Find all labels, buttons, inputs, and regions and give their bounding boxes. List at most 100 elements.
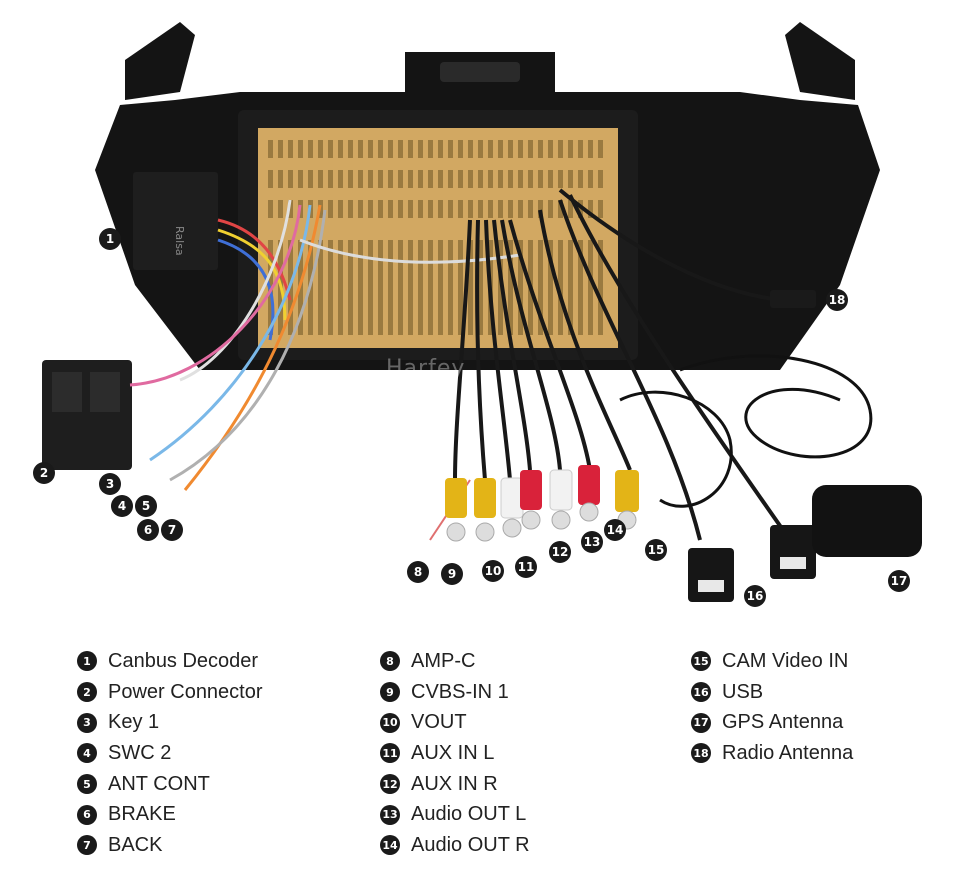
vent-slot — [468, 170, 473, 188]
marker-8: 8 — [407, 561, 429, 583]
vent-slot — [348, 140, 353, 158]
legend-label: Power Connector — [108, 680, 263, 703]
vent-slot — [348, 200, 353, 218]
vent-slot — [308, 140, 313, 158]
legend-label: Audio OUT R — [411, 833, 530, 856]
vent-slot — [518, 200, 523, 218]
marker-1: 1 — [99, 228, 121, 250]
vent-slot-tall — [578, 240, 583, 335]
vent-slot-tall — [508, 240, 513, 335]
vent-slot — [288, 140, 293, 158]
vent-slot — [458, 200, 463, 218]
vent-slot — [568, 170, 573, 188]
vent-slot-tall — [328, 240, 333, 335]
vent-slot-tall — [548, 240, 553, 335]
vent-slot-tall — [568, 240, 573, 335]
vent-slot — [398, 170, 403, 188]
marker-12: 12 — [549, 541, 571, 563]
legend-item: 6 BRAKE — [77, 799, 263, 830]
vent-slot — [538, 170, 543, 188]
vent-slot — [408, 200, 413, 218]
vent-slot-tall — [438, 240, 443, 335]
vent-slot — [478, 200, 483, 218]
legend-label: AUX IN R — [411, 772, 498, 795]
vent-slot — [558, 170, 563, 188]
vent-slot — [318, 170, 323, 188]
legend-item: 1 Canbus Decoder — [77, 646, 263, 677]
legend-label: Canbus Decoder — [108, 649, 259, 672]
marker-4: 4 — [111, 495, 133, 517]
vent-slot — [408, 170, 413, 188]
legend-label: BRAKE — [108, 803, 176, 826]
vent-slot-tall — [468, 240, 473, 335]
vent-slot-tall — [348, 240, 353, 335]
vent-slot — [598, 140, 603, 158]
vent-slot — [588, 140, 593, 158]
marker-15: 15 — [645, 539, 667, 561]
vent-slot — [518, 170, 523, 188]
radio-antenna-plug — [770, 290, 816, 308]
marker-9: 9 — [441, 563, 463, 585]
vent-slot — [498, 200, 503, 218]
vent-slot — [418, 170, 423, 188]
vent-slot — [568, 200, 573, 218]
decoder-side-label: Ralsa — [173, 226, 186, 256]
legend-number: 15 — [691, 651, 711, 672]
vent-slot-tall — [428, 240, 433, 335]
vent-slot — [538, 200, 543, 218]
vent-slot — [328, 170, 333, 188]
legend-number: 1 — [77, 651, 97, 672]
legend-number: 8 — [380, 651, 400, 672]
marker-5: 5 — [135, 495, 157, 517]
vent-slot — [358, 200, 363, 218]
legend-number: 17 — [691, 712, 711, 733]
vent-slot-tall — [588, 240, 593, 335]
vent-slot — [278, 200, 283, 218]
vent-slot — [268, 140, 273, 158]
vent-slot — [338, 170, 343, 188]
vent-slot — [578, 200, 583, 218]
marker-7: 7 — [161, 519, 183, 541]
legend-number: 12 — [380, 774, 400, 795]
legend-label: CVBS-IN 1 — [411, 680, 509, 703]
vent-slot — [418, 140, 423, 158]
vent-slot — [388, 170, 393, 188]
legend-item: 12 AUX IN R — [380, 769, 530, 800]
legend-number: 14 — [380, 835, 400, 856]
vent-slot — [438, 200, 443, 218]
vent-slot — [368, 170, 373, 188]
legend-number: 9 — [380, 682, 400, 703]
legend-label: Key 1 — [108, 711, 160, 734]
vent-slot — [288, 170, 293, 188]
usb-plug-1 — [688, 548, 734, 602]
vent-slot — [338, 140, 343, 158]
vent-slot — [298, 170, 303, 188]
vent-slot — [368, 200, 373, 218]
vent-slot — [278, 140, 283, 158]
legend-number: 6 — [77, 804, 97, 825]
vent-slot — [428, 200, 433, 218]
vent-slot — [418, 200, 423, 218]
legend-number: 13 — [380, 804, 400, 825]
vent-slot — [328, 140, 333, 158]
vent-slot-tall — [538, 240, 543, 335]
vent-slot — [498, 140, 503, 158]
vent-slot — [438, 140, 443, 158]
vent-slot — [538, 140, 543, 158]
marker-16: 16 — [744, 585, 766, 607]
vent-slot — [358, 170, 363, 188]
legend-number: 18 — [691, 743, 711, 764]
vent-slot — [438, 170, 443, 188]
legend-label: AUX IN L — [411, 741, 495, 764]
vent-slot — [588, 170, 593, 188]
vent-slot — [458, 170, 463, 188]
